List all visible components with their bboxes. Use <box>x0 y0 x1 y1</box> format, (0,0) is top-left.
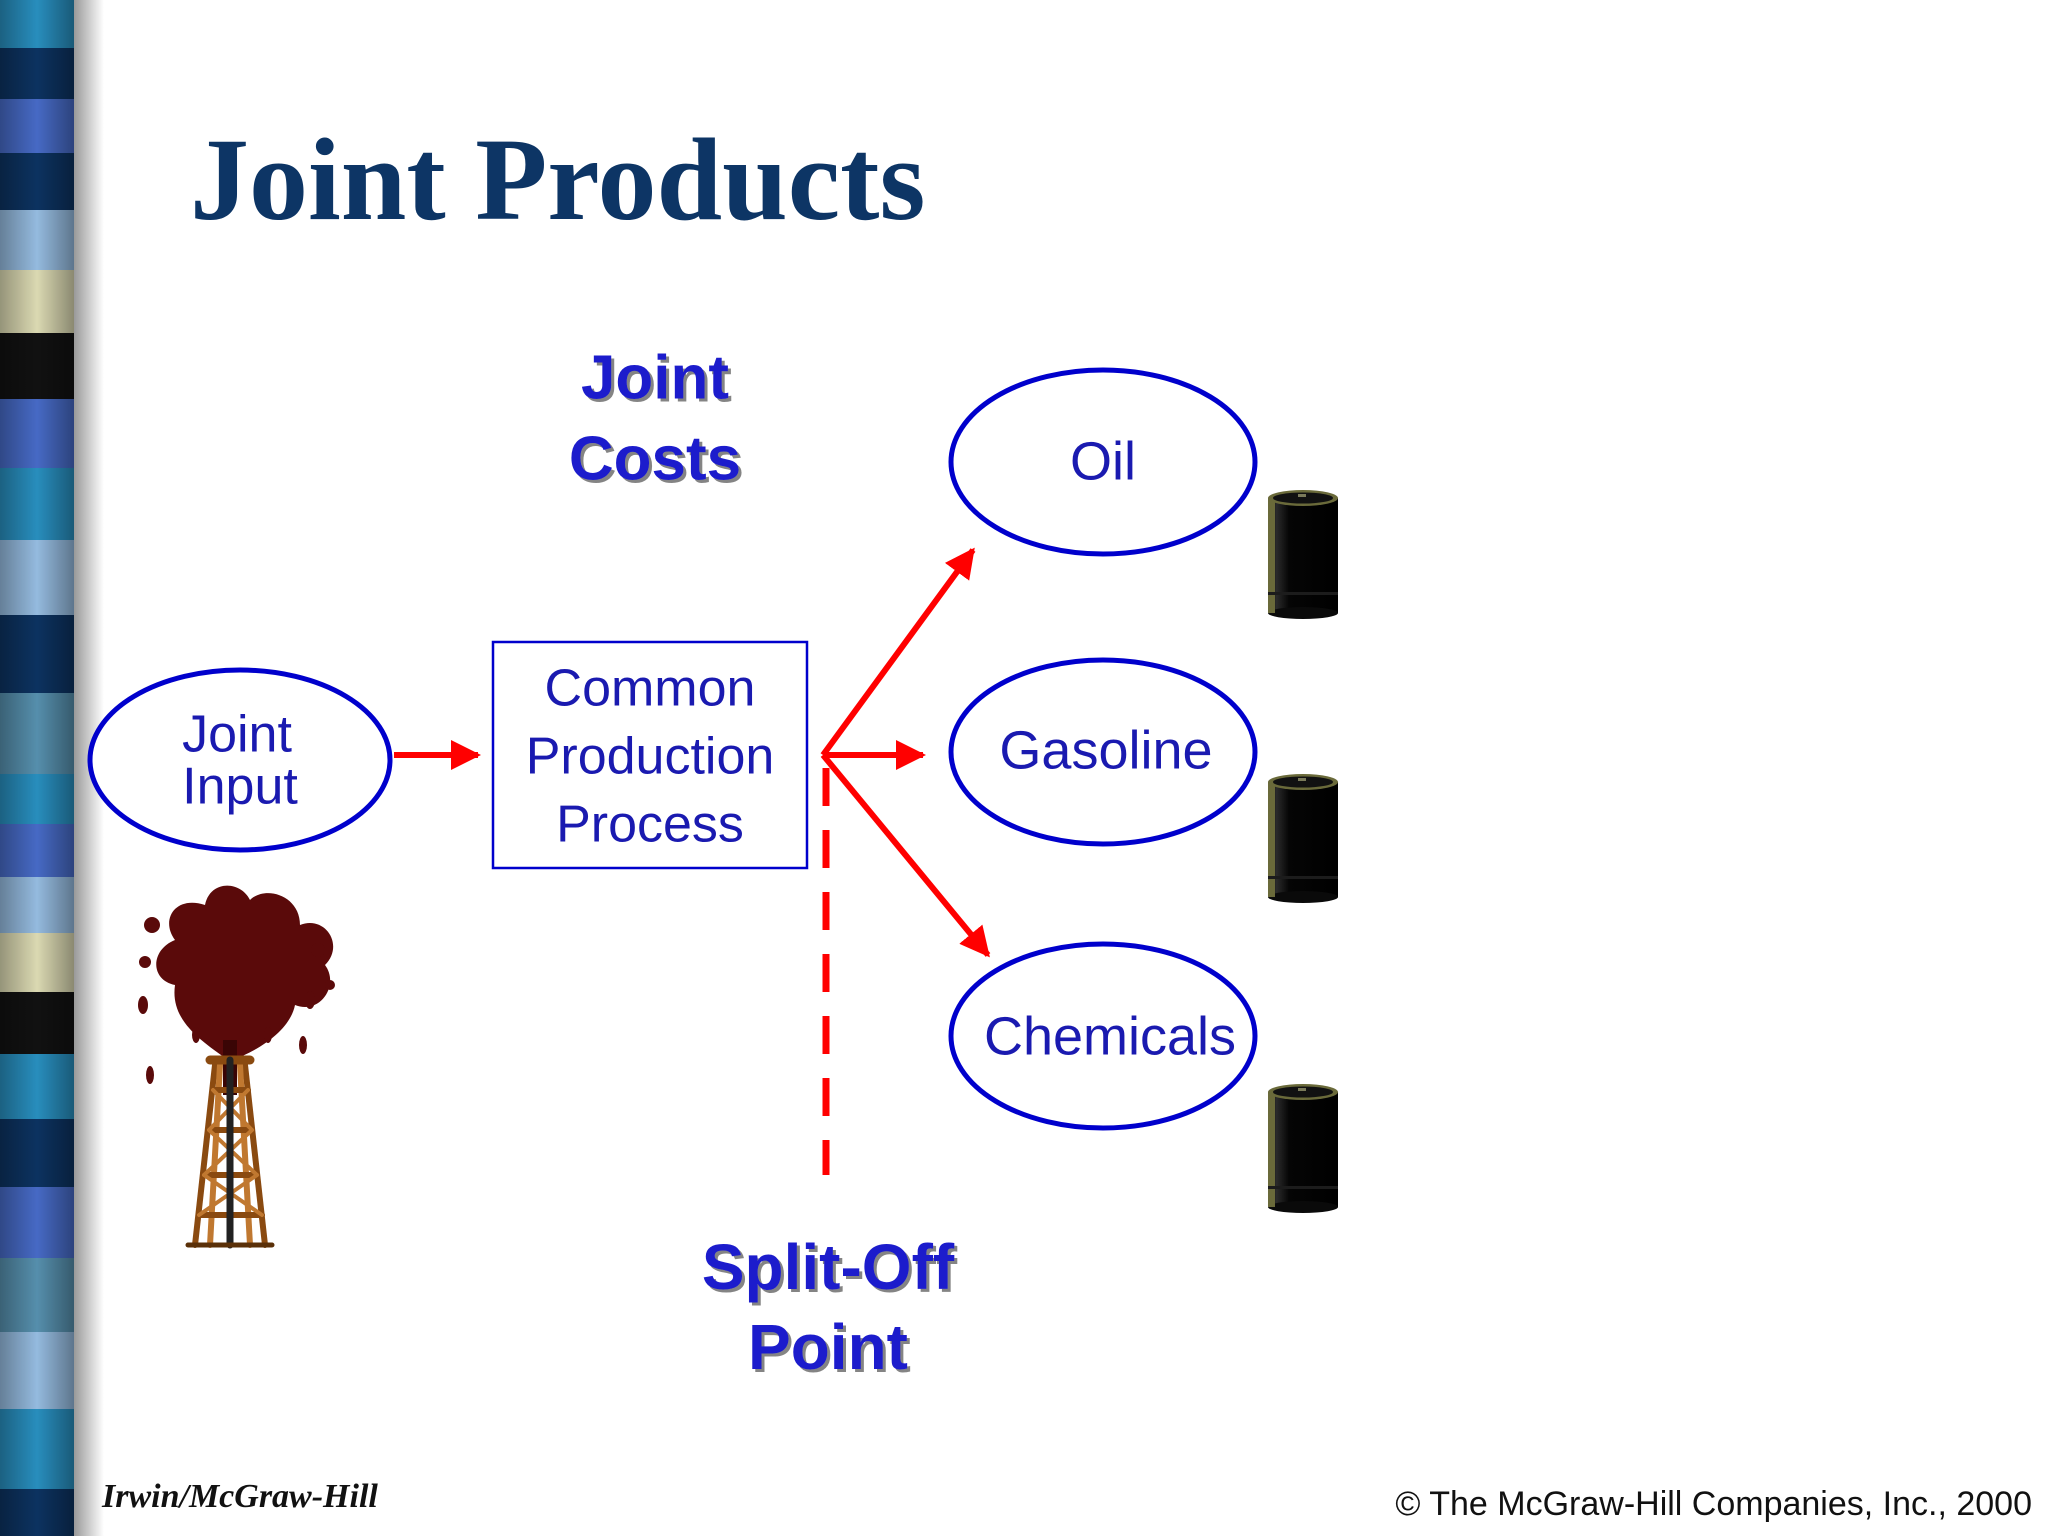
footer-publisher: Irwin/McGraw-Hill <box>102 1478 378 1515</box>
oil-derrick-icon <box>185 1055 275 1249</box>
oil-barrel-icon <box>1268 1084 1338 1213</box>
oil-barrel-icon <box>1268 490 1338 619</box>
arrow-to-oil <box>820 547 976 757</box>
product-node-chemicals: Chemicals <box>948 941 1258 1131</box>
process-label-line3: Process <box>556 796 744 854</box>
joint-input-label-line1: Joint <box>182 706 292 764</box>
split-off-label-line1: Split-Off <box>702 1231 955 1303</box>
footer-copyright: © The McGraw-Hill Companies, Inc., 2000 <box>1395 1485 2032 1523</box>
joint-costs-label: Joint Costs <box>569 343 741 493</box>
joint-input-label-line2: Input <box>182 758 298 816</box>
joint-input-node: Joint Input <box>87 667 393 853</box>
slide-title: Joint Products <box>190 114 926 245</box>
arrow-to-chemicals <box>820 753 991 958</box>
process-label-line2: Production <box>526 728 775 786</box>
joint-costs-label-line2: Costs <box>569 424 741 493</box>
process-label-line1: Common <box>545 660 756 718</box>
common-production-process-node: Common Production Process <box>491 640 809 870</box>
product-node-oil: Oil <box>948 367 1258 557</box>
oil-barrel-icon <box>1268 774 1338 903</box>
product-label-chemicals: Chemicals <box>984 1006 1236 1066</box>
split-off-label-line2: Point <box>748 1311 908 1383</box>
joint-costs-label-line1: Joint <box>581 343 729 412</box>
decorative-stripe-bar <box>0 0 104 1536</box>
product-node-gasoline: Gasoline <box>948 657 1258 847</box>
product-label-oil: Oil <box>1070 431 1136 491</box>
split-off-point-label: Split-Off Point <box>702 1231 955 1383</box>
product-label-gasoline: Gasoline <box>999 720 1212 780</box>
